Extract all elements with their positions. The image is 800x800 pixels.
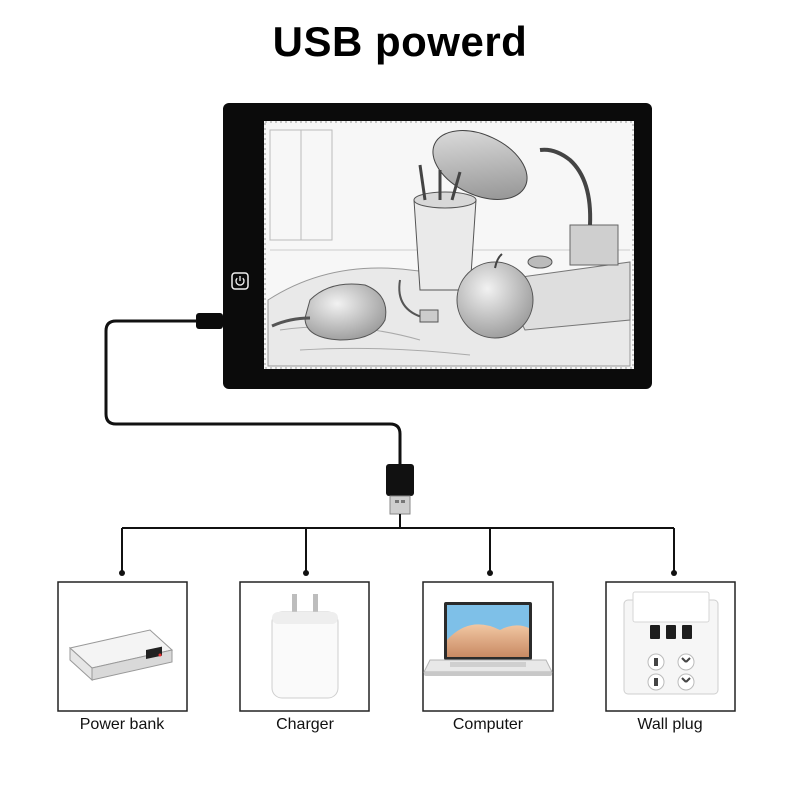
wall-socket-icon — [623, 591, 719, 695]
usb-plug-metal — [389, 495, 411, 515]
cable-connector-device — [196, 313, 223, 329]
power-bank-icon — [68, 629, 174, 682]
source-box-wall-plug — [605, 581, 736, 712]
power-icon — [235, 276, 245, 286]
source-box-power-bank — [57, 581, 188, 712]
label-power-bank: Power bank — [79, 716, 165, 733]
source-box-charger — [239, 581, 370, 712]
label-wall-plug: Wall plug — [637, 716, 703, 733]
laptop-icon — [423, 602, 553, 676]
usb-cable — [104, 313, 414, 515]
source-box-computer — [422, 581, 554, 712]
cable-wire — [104, 319, 402, 466]
usb-plug-pin — [401, 500, 405, 503]
pencil-sketch-artwork — [267, 129, 631, 367]
label-computer: Computer — [452, 716, 524, 733]
usb-plug-body — [386, 464, 414, 496]
connection-dots — [119, 570, 677, 576]
label-charger: Charger — [276, 716, 334, 733]
screen-dotted-border — [264, 121, 634, 369]
charger-icon — [271, 594, 339, 699]
distribution-lines — [121, 514, 675, 572]
power-button[interactable] — [231, 272, 249, 290]
light-pad — [223, 103, 652, 389]
page-title: USB powerd — [272, 18, 528, 65]
usb-plug-pin — [395, 500, 399, 503]
